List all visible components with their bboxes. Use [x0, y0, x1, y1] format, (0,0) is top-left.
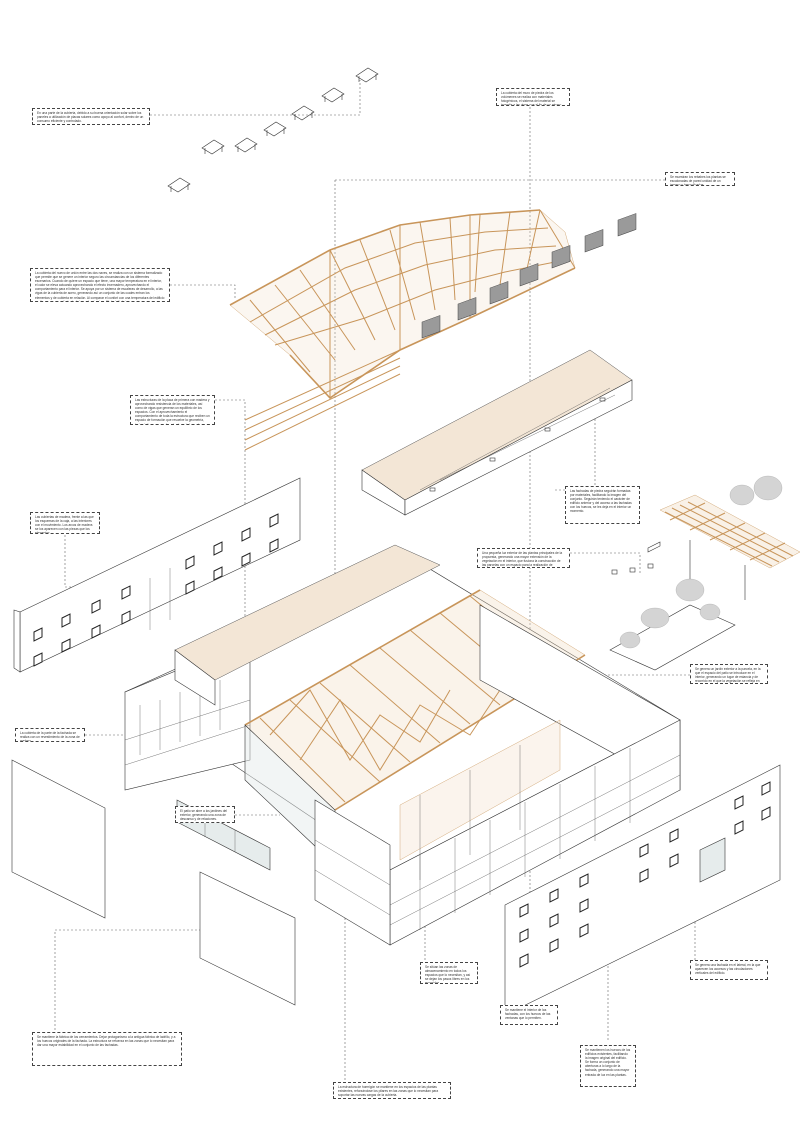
- annotation-note-7: Las fachadas de piedra seguirán formadas…: [565, 486, 640, 524]
- annotation-note-9: La cubierta de la parte de la fachada se…: [15, 728, 85, 742]
- annotation-note-3: Se muestran los rebabes los plantas se e…: [665, 172, 735, 186]
- annotation-note-10: El patio se abre a los jardines del exte…: [175, 806, 235, 823]
- separated-nave: [361, 349, 633, 516]
- annotation-note-16: Se mantienen los huecos de los edificios…: [580, 1045, 636, 1087]
- left-facade-wall: [13, 477, 301, 673]
- annotation-note-17: La estructura de hormigón se mantiene en…: [333, 1082, 451, 1099]
- annotation-note-11: Se genera un jardín exterior a la parcel…: [690, 664, 768, 684]
- annotation-note-2: La cubierta del muro de piedra de los vo…: [496, 88, 570, 106]
- loose-wall-panels: [11, 759, 296, 1006]
- solar-panels-side: [421, 213, 637, 339]
- annotation-note-15: Se mantiene la fábrica de los cerramient…: [32, 1032, 182, 1066]
- solar-panels-top: [167, 67, 379, 193]
- right-facade-wall: [504, 764, 781, 1016]
- annotation-note-14: Se genera una fachada en el lateral, en …: [690, 960, 768, 980]
- annotation-note-8: Una pequeña luz exterior de las plantas …: [477, 548, 570, 568]
- annotation-note-12: Se sitúan las zonas de almacenamiento en…: [420, 962, 478, 984]
- main-building-complex: [124, 544, 681, 946]
- annotation-note-5: Las estructuras de la placa de primera c…: [130, 395, 215, 425]
- garden-pergola: [659, 475, 800, 600]
- garden-platform: [609, 541, 736, 671]
- annotation-note-4: La cubierta del nuevo de unión entre las…: [30, 268, 170, 302]
- annotation-note-1: En una parte de la cubierta, debido a su…: [32, 108, 150, 125]
- annotation-note-13: Se mantiene el interior de las fachadas,…: [500, 1005, 558, 1025]
- annotation-note-6: Las cubiertas de madera, frente a las qu…: [30, 512, 100, 534]
